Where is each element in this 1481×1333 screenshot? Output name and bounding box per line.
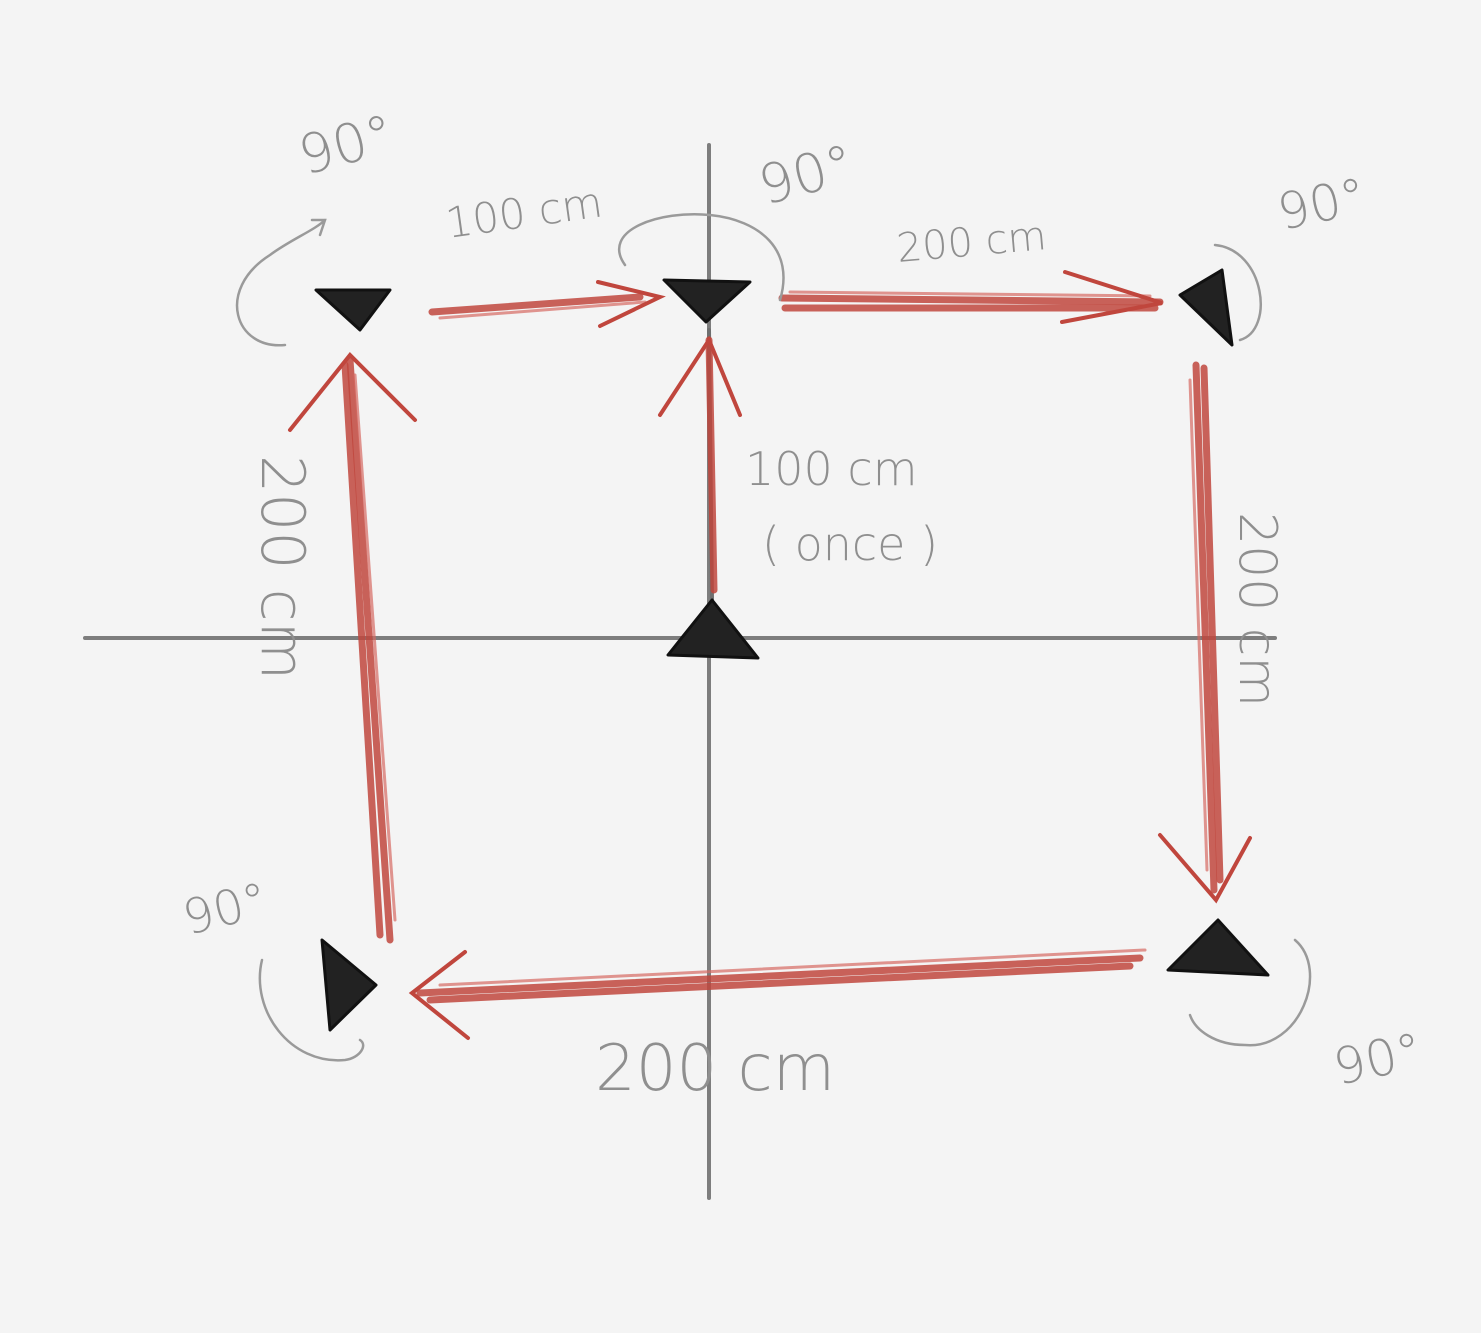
path-segment-left — [288, 352, 417, 944]
path-segment-bottom — [408, 948, 1147, 1040]
turn-arc-bottom-right — [1188, 938, 1312, 1047]
label-angle-top-left: 90° — [292, 102, 401, 188]
label-angle-top-right: 90° — [1272, 167, 1371, 242]
turn-arc-bottom-left — [258, 958, 365, 1062]
label-right-distance: 200 cm — [1227, 512, 1287, 707]
label-top-left-distance: 100 cm — [443, 177, 606, 247]
path-segment-top — [778, 270, 1164, 324]
label-top-distance: 200 cm — [895, 213, 1048, 272]
label-step1-note: ( once ) — [762, 517, 938, 571]
robot-bottom-left — [320, 938, 378, 1032]
robot-start — [666, 598, 760, 660]
robot-top-left — [314, 288, 392, 332]
path-segment-start-up — [658, 328, 742, 602]
robot-top-center — [662, 278, 752, 324]
turn-arc-top-right — [1213, 243, 1262, 342]
label-angle-bottom-right: 90° — [1328, 1022, 1427, 1097]
path-segment-right — [1158, 361, 1252, 904]
turn-arc-top-left — [235, 218, 327, 347]
label-step1-distance: 100 cm — [745, 442, 918, 496]
robot-bottom-right — [1166, 918, 1270, 977]
path-segment-top-left — [428, 280, 666, 328]
turn-arc-top-center — [617, 213, 785, 302]
robot-top-right — [1178, 268, 1234, 347]
label-angle-bottom-left: 90° — [177, 872, 273, 947]
label-left-distance: 200 cm — [247, 455, 317, 680]
label-bottom-distance: 200 cm — [595, 1032, 835, 1106]
label-angle-top-center: 90° — [752, 132, 861, 218]
